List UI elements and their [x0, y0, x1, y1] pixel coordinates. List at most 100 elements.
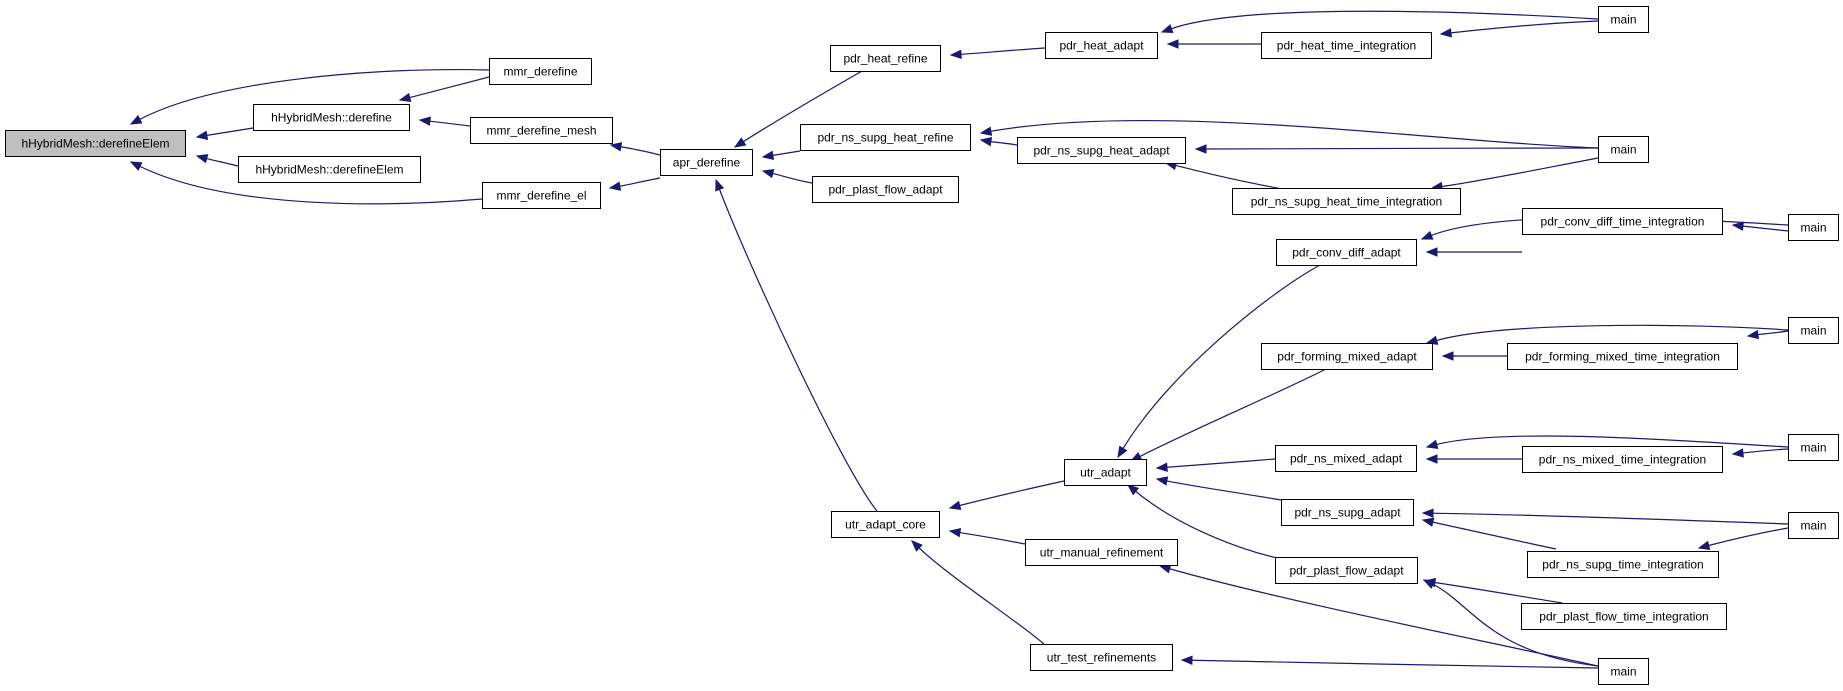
node-box[interactable]	[1064, 459, 1147, 486]
node-box[interactable]	[1281, 499, 1414, 526]
node-label: pdr_ns_supg_heat_time_integration	[1251, 195, 1442, 209]
root-node-box[interactable]	[5, 130, 186, 157]
node-n14[interactable]: pdr_ns_supg_heat_time_integration	[1232, 188, 1461, 215]
node-box[interactable]	[1275, 557, 1418, 584]
node-box[interactable]	[1261, 32, 1432, 59]
edge-n32-n34	[1180, 655, 1599, 669]
node-box[interactable]	[1521, 603, 1727, 630]
node-n13[interactable]: main	[1598, 136, 1649, 163]
node-n12[interactable]: pdr_ns_supg_heat_adapt	[1017, 137, 1186, 164]
node-n28[interactable]: main	[1788, 512, 1839, 539]
node-box[interactable]	[482, 182, 601, 209]
node-n15[interactable]: pdr_plast_flow_adapt	[812, 176, 959, 203]
node-n9[interactable]: pdr_heat_time_integration	[1261, 32, 1432, 59]
edge-arrowhead	[1731, 221, 1744, 231]
node-box[interactable]	[1522, 208, 1723, 235]
edge-arrowhead	[979, 126, 993, 136]
node-n27[interactable]: pdr_ns_supg_adapt	[1281, 499, 1414, 526]
node-box[interactable]	[1030, 644, 1173, 671]
node-n2[interactable]: hHybridMesh::derefine	[253, 104, 410, 131]
node-box[interactable]	[1788, 434, 1839, 461]
node-box[interactable]	[1261, 343, 1433, 370]
edge-line	[959, 531, 1026, 545]
edge-line	[206, 127, 254, 136]
node-box[interactable]	[1598, 136, 1649, 163]
node-n29[interactable]: pdr_ns_supg_time_integration	[1527, 551, 1719, 578]
node-n21[interactable]: pdr_forming_mixed_adapt	[1261, 343, 1433, 370]
node-label: main	[1800, 324, 1826, 338]
node-n8[interactable]: pdr_heat_adapt	[1045, 32, 1158, 59]
node-box[interactable]	[1788, 317, 1839, 344]
node-n18[interactable]: pdr_conv_diff_adapt	[1276, 239, 1417, 266]
edge-arrowhead	[948, 527, 962, 538]
node-n34[interactable]: utr_test_refinements	[1030, 644, 1173, 671]
node-box[interactable]	[1598, 6, 1649, 33]
edge-line	[990, 119, 1599, 149]
node-box[interactable]	[1522, 446, 1723, 473]
node-box[interactable]	[1017, 137, 1186, 164]
edge-n28-n27	[1421, 508, 1789, 525]
node-n5[interactable]: mmr_derefine_el	[482, 182, 601, 209]
node-label: pdr_forming_mixed_time_integration	[1525, 350, 1720, 364]
node-n20[interactable]: main	[1788, 214, 1839, 241]
node-box[interactable]	[1788, 512, 1839, 539]
node-n33[interactable]: utr_manual_refinement	[1025, 539, 1178, 566]
edge-line	[1742, 225, 1789, 232]
node-box[interactable]	[470, 117, 613, 144]
node-label: pdr_heat_time_integration	[1277, 39, 1416, 53]
node-box[interactable]	[1232, 188, 1461, 215]
node-n16[interactable]: utr_adapt_core	[831, 511, 940, 538]
edge-n2-n0	[195, 127, 254, 140]
edge-arrowhead	[1421, 508, 1434, 518]
node-n7[interactable]: pdr_heat_refine	[830, 45, 941, 72]
node-box[interactable]	[1788, 214, 1839, 241]
node-box[interactable]	[1598, 658, 1649, 685]
node-n31[interactable]: pdr_plast_flow_time_integration	[1521, 603, 1727, 630]
edge-arrowhead	[979, 137, 993, 147]
node-n32[interactable]: main	[1598, 658, 1649, 685]
node-box[interactable]	[831, 511, 940, 538]
node-n19[interactable]: pdr_conv_diff_time_integration	[1522, 208, 1723, 235]
node-n22[interactable]: pdr_forming_mixed_time_integration	[1507, 343, 1738, 370]
node-box[interactable]	[1276, 239, 1417, 266]
edge-arrowhead	[1425, 439, 1439, 449]
node-n30[interactable]: pdr_plast_flow_adapt	[1275, 557, 1418, 584]
node-label: mmr_derefine	[503, 65, 577, 79]
node-n4[interactable]: hHybridMesh::derefineElem	[238, 156, 421, 183]
node-n0[interactable]: hHybridMesh::derefineElem	[5, 130, 186, 157]
edge-line	[1432, 521, 1557, 550]
edge-n24-n17	[1155, 458, 1276, 472]
edge-line	[772, 172, 813, 184]
node-box[interactable]	[830, 45, 941, 72]
edge-line	[619, 177, 661, 187]
node-box[interactable]	[238, 156, 421, 183]
edge-n6-n5	[608, 177, 661, 191]
node-box[interactable]	[1527, 551, 1719, 578]
node-box[interactable]	[489, 58, 592, 85]
edge-arrowhead	[948, 500, 962, 510]
node-n11[interactable]: pdr_ns_supg_heat_refine	[800, 124, 971, 151]
edge-arrowhead	[949, 49, 962, 60]
node-n10[interactable]: main	[1598, 6, 1649, 33]
node-box[interactable]	[800, 124, 971, 151]
node-n17[interactable]: utr_adapt	[1064, 459, 1147, 486]
node-n26[interactable]: main	[1788, 434, 1839, 461]
edge-n13-n14	[1430, 157, 1599, 192]
node-n1[interactable]: mmr_derefine	[489, 58, 592, 85]
edge-arrowhead	[195, 130, 209, 140]
node-box[interactable]	[660, 149, 753, 176]
node-box[interactable]	[812, 176, 959, 203]
node-n24[interactable]: pdr_ns_mixed_adapt	[1275, 445, 1417, 472]
node-n23[interactable]: main	[1788, 317, 1839, 344]
node-n25[interactable]: pdr_ns_mixed_time_integration	[1522, 446, 1723, 473]
node-n3[interactable]: mmr_derefine_mesh	[470, 117, 613, 144]
node-box[interactable]	[1025, 539, 1178, 566]
edge-arrowhead	[129, 114, 143, 125]
node-box[interactable]	[1275, 445, 1417, 472]
node-label: hHybridMesh::derefine	[271, 111, 392, 125]
node-n6[interactable]: apr_derefine	[660, 149, 753, 176]
node-box[interactable]	[1507, 343, 1738, 370]
node-box[interactable]	[1045, 32, 1158, 59]
node-box[interactable]	[253, 104, 410, 131]
edge-line	[918, 547, 1045, 645]
